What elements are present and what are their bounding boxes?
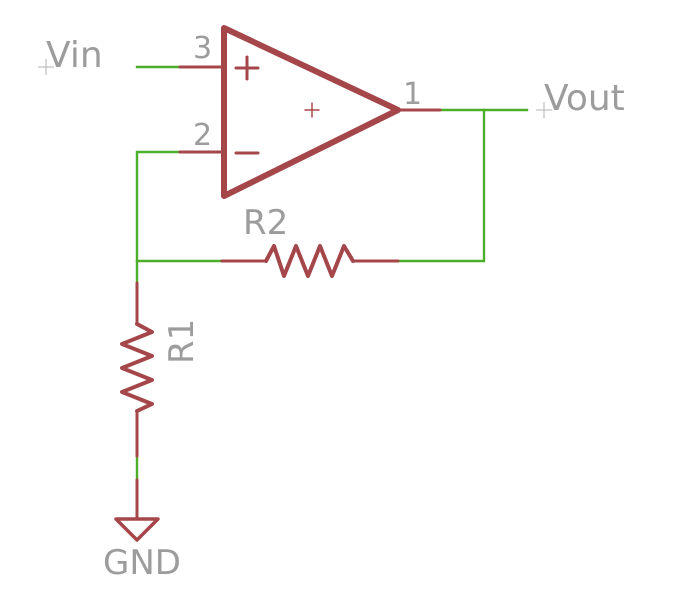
opamp-symbol[interactable] [178,25,442,199]
vout-net-label: Vout [544,78,625,119]
r2-designator: R2 [243,203,288,243]
opamp-origin-mark [304,102,320,118]
label-origin-marks [38,59,552,118]
r1-zigzag [120,322,154,413]
inverting-input-wire[interactable] [135,150,182,285]
r2-zigzag [264,244,355,278]
feedback-wire[interactable] [396,108,486,263]
resistor-r2[interactable] [220,244,400,278]
opamp-body[interactable] [221,25,401,199]
pin-3-label: 3 [193,31,212,66]
opamp-plus-sign [234,55,260,81]
gnd-net-label: GND [103,543,181,583]
wires [135,65,529,482]
ground-symbol[interactable] [114,478,160,542]
vin-net-label: Vin [46,35,103,76]
pin-2-label: 2 [193,118,212,153]
resistor-r1[interactable] [120,281,154,458]
pin-1-label: 1 [403,77,422,112]
gnd-triangle [114,517,160,542]
r1-designator: R1 [162,319,202,364]
